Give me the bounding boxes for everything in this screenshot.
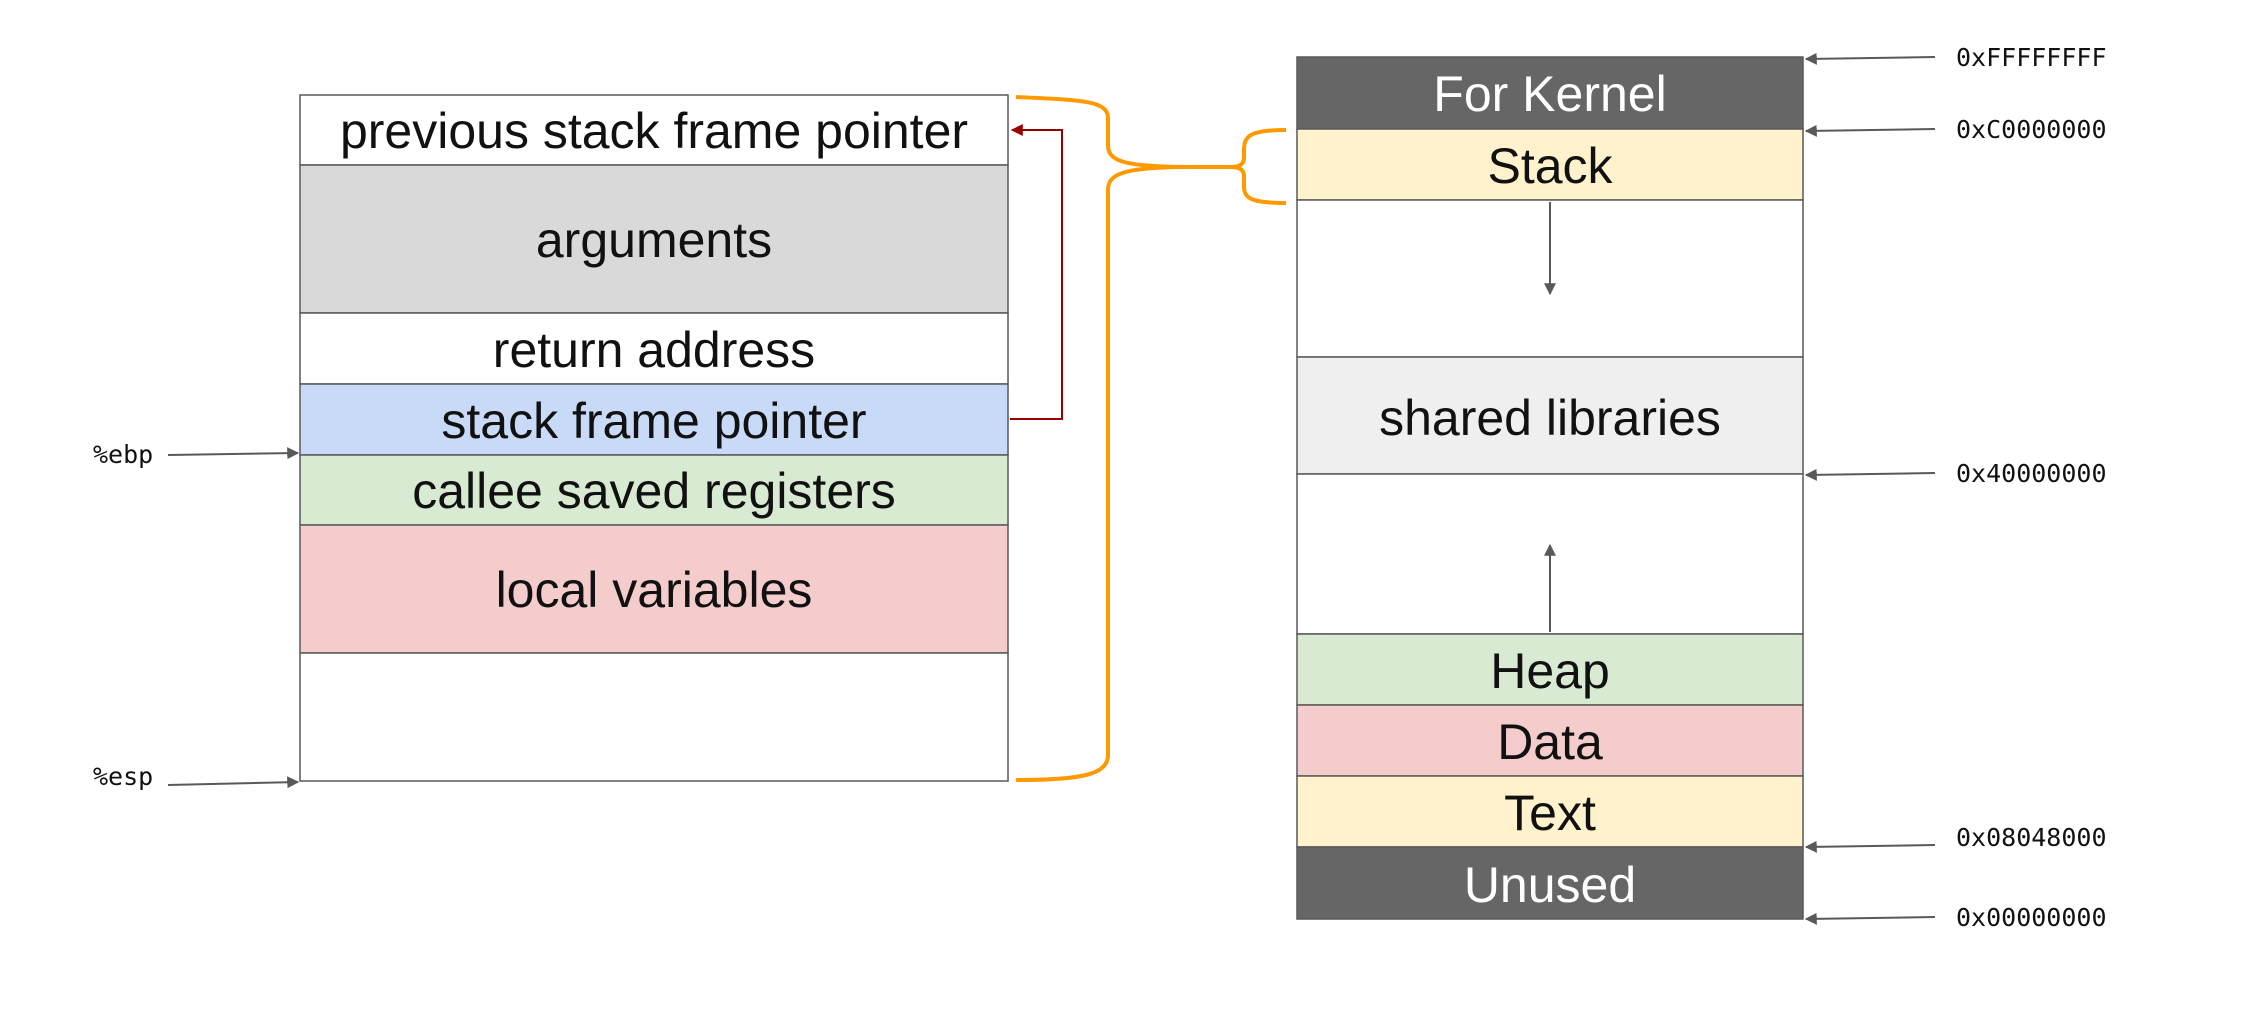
shared-libraries-label: shared libraries bbox=[1379, 390, 1721, 446]
empty-box bbox=[299, 652, 1009, 782]
stack-frame: previous stack frame pointer arguments r… bbox=[299, 94, 1009, 782]
callee-saved-registers-label: callee saved registers bbox=[412, 463, 896, 519]
addr-bottom-label: 0x00000000 bbox=[1956, 903, 2107, 932]
local-variables-label: local variables bbox=[496, 562, 813, 618]
addr-kernel-stack-label: 0xC0000000 bbox=[1956, 115, 2107, 144]
segment-unused: Unused bbox=[1296, 846, 1804, 920]
for-kernel-label: For Kernel bbox=[1433, 66, 1666, 122]
ebp-arrow bbox=[167, 447, 300, 460]
stack-frame-pointer-label: stack frame pointer bbox=[441, 393, 866, 449]
return-address-label: return address bbox=[493, 322, 815, 378]
arguments-box bbox=[299, 164, 1009, 314]
cell-stack-frame-pointer: stack frame pointer bbox=[299, 383, 1009, 456]
addr-kernel-stack-arrow bbox=[1804, 124, 1936, 137]
segment-data: Data bbox=[1296, 704, 1804, 777]
cell-arguments: arguments bbox=[299, 164, 1009, 314]
cell-empty bbox=[299, 652, 1009, 782]
addr-text-start-arrow bbox=[1804, 840, 1936, 853]
heap-box bbox=[1296, 633, 1804, 706]
memory-layout: For Kernel Stack shared libraries Heap D… bbox=[1296, 56, 1804, 920]
esp-label: %esp bbox=[93, 762, 153, 791]
addr-shared-libs-label: 0x40000000 bbox=[1956, 459, 2107, 488]
esp-arrow bbox=[167, 776, 300, 789]
data-label: Data bbox=[1497, 714, 1603, 770]
addr-top-arrow bbox=[1804, 52, 1936, 65]
segment-shared-libraries: shared libraries bbox=[1296, 356, 1804, 475]
cell-callee-saved-registers: callee saved registers bbox=[299, 454, 1009, 526]
previous-stack-frame-pointer-label: previous stack frame pointer bbox=[340, 103, 968, 159]
arguments-label: arguments bbox=[536, 212, 772, 268]
shared-libraries-box bbox=[1296, 356, 1804, 475]
segment-stack: Stack bbox=[1296, 128, 1804, 201]
text-label: Text bbox=[1504, 785, 1596, 841]
addr-text-start-label: 0x08048000 bbox=[1956, 823, 2107, 852]
cell-local-variables: local variables bbox=[299, 524, 1009, 654]
segment-heap: Heap bbox=[1296, 633, 1804, 706]
stack-frame-pointer-box bbox=[299, 383, 1009, 456]
unused-box bbox=[1296, 846, 1804, 920]
stack-frame-bracket bbox=[1015, 95, 1240, 782]
cell-return-address: return address bbox=[299, 312, 1009, 385]
text-box bbox=[1296, 775, 1804, 848]
stack-segment-brace bbox=[1186, 128, 1287, 205]
frame-link-arrow bbox=[1010, 124, 1063, 420]
segment-text: Text bbox=[1296, 775, 1804, 848]
segment-for-kernel: For Kernel bbox=[1296, 56, 1804, 130]
local-variables-box bbox=[299, 524, 1009, 654]
stack-box bbox=[1296, 128, 1804, 201]
heap-label: Heap bbox=[1490, 643, 1610, 699]
addr-bottom-arrow bbox=[1804, 912, 1936, 925]
addr-top-label: 0xFFFFFFFF bbox=[1956, 43, 2107, 72]
stack-label: Stack bbox=[1487, 138, 1613, 194]
return-address-box bbox=[299, 312, 1009, 385]
previous-stack-frame-pointer-box bbox=[299, 94, 1009, 166]
data-box bbox=[1296, 704, 1804, 777]
addr-shared-libs-arrow bbox=[1804, 468, 1936, 481]
callee-saved-registers-box bbox=[299, 454, 1009, 526]
unused-label: Unused bbox=[1464, 857, 1636, 913]
ebp-label: %ebp bbox=[93, 440, 153, 469]
cell-previous-stack-frame-pointer: previous stack frame pointer bbox=[299, 94, 1009, 166]
